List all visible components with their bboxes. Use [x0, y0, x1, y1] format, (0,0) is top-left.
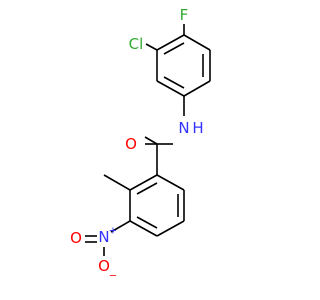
bond-carbonyl-o-double [144, 136, 158, 145]
chlorofluorophenyl-ring [156, 34, 211, 97]
chemical-structure: Cl F N H O N + O O − [70, 6, 211, 282]
amide-hydrogen-label: H [192, 119, 203, 137]
fluorine-label: F [180, 6, 189, 24]
bond [156, 174, 185, 191]
carbonyl-oxygen-label: O [125, 135, 137, 153]
nitro-nitrogen-label: N [98, 228, 109, 246]
nitro-oxygen-bottom-charge: − [109, 271, 117, 282]
bond [156, 80, 185, 97]
nitro-oxygen-left-label: O [70, 229, 82, 247]
bond [163, 76, 185, 89]
bond [163, 42, 185, 55]
amide-nitrogen-label: N [178, 119, 189, 137]
bond-c-cl [145, 43, 158, 51]
bond [136, 182, 158, 195]
bond [183, 80, 211, 97]
bond [156, 34, 185, 51]
bond [136, 216, 158, 229]
bond-ring-nitro [110, 220, 131, 233]
chlorine-label: Cl [129, 35, 144, 53]
bond [183, 34, 211, 51]
bond [129, 220, 158, 237]
bond [129, 174, 158, 191]
bond-methyl [103, 174, 131, 191]
methylnitrophenyl-ring [129, 174, 185, 237]
bond [156, 220, 185, 237]
nitro-nitrogen-charge: + [109, 226, 117, 237]
nitro-oxygen-bottom-label: O [98, 257, 110, 275]
